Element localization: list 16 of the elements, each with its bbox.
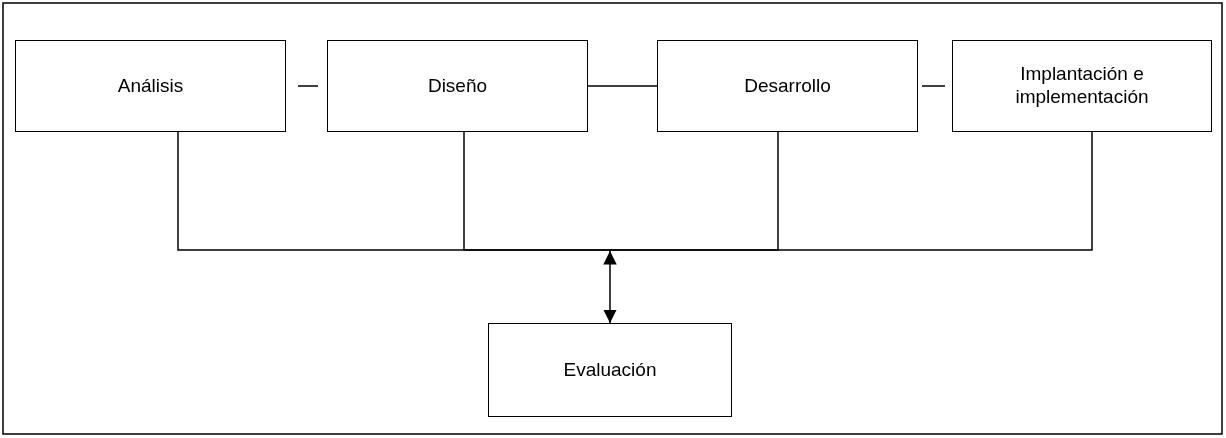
box-label: Evaluación [563, 358, 657, 382]
connector-line [297, 85, 319, 87]
box-label: Implantación e implementación [1014, 63, 1150, 109]
box-label: Desarrollo [744, 74, 831, 98]
box-label: Análisis [117, 74, 184, 98]
connector-line [609, 131, 1093, 251]
connector-line [463, 131, 611, 251]
connector-line [587, 85, 658, 87]
process-box [952, 40, 1212, 132]
connector-line [921, 85, 946, 87]
process-box [15, 40, 286, 132]
process-box [488, 323, 732, 417]
process-box [657, 40, 918, 132]
double-arrow [603, 250, 617, 324]
process-box [327, 40, 588, 132]
box-label: Diseño [427, 74, 488, 98]
